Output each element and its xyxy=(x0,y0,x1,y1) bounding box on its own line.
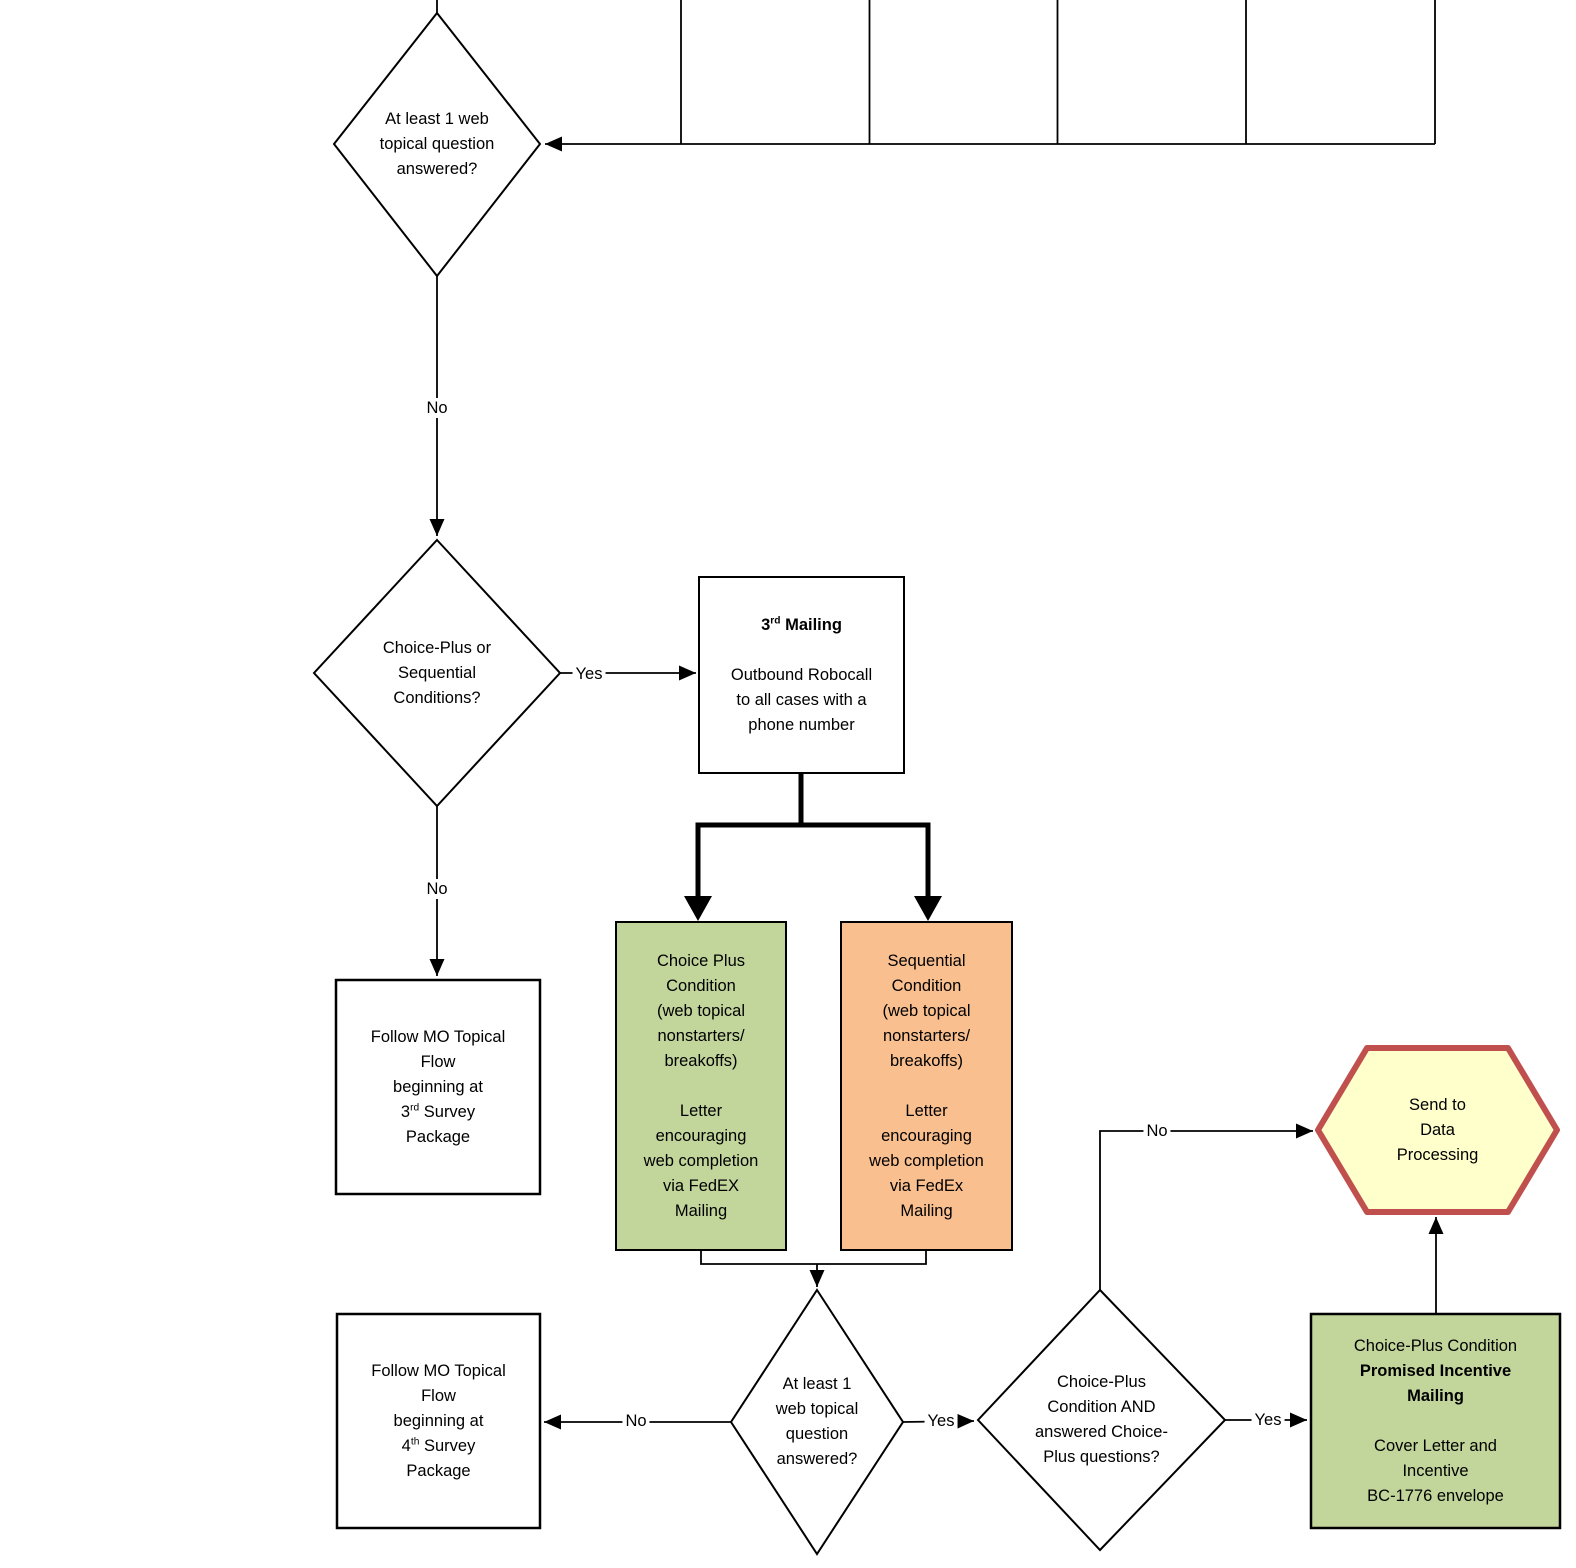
diamond-web-topical-answered-1 xyxy=(332,11,542,278)
edge-label-d3-no: No xyxy=(622,1411,650,1431)
follow-mo-4th-text: Follow MO Topical Flow beginning at 4th … xyxy=(371,1361,506,1480)
follow-mo-3rd-text: Follow MO Topical Flow beginning at 3rd … xyxy=(370,1027,506,1146)
box-choice-plus-condition xyxy=(615,921,787,1251)
third-mailing-body: Outbound Robocall to all cases with a ph… xyxy=(730,665,873,734)
diamond-web-topical-answered-2 xyxy=(729,1288,905,1556)
box-follow-mo-4th-label: Follow MO Topical Flow beginning at 4th … xyxy=(339,1316,538,1526)
box-follow-mo-3rd-label: Follow MO Topical Flow beginning at 3rd … xyxy=(338,982,538,1192)
box-sequential-condition xyxy=(840,921,1013,1251)
edge-label-d3-yes: Yes xyxy=(924,1411,958,1431)
thick-split-connector xyxy=(695,773,931,898)
incentive-line1: Choice-Plus Condition xyxy=(1353,1336,1518,1355)
thick-arrowhead-right xyxy=(914,896,942,921)
hexagon-send-to-data-processing xyxy=(1315,1045,1560,1215)
edge-label-d2-no: No xyxy=(423,879,451,899)
edge-label-d4-yes: Yes xyxy=(1251,1410,1285,1430)
diamond-web-topical-answered-2-label: At least 1 web topical question answered… xyxy=(775,1375,859,1468)
box-sequential-condition-label: Sequential Condition (web topical nonsta… xyxy=(869,951,984,1220)
box-third-mailing-label: 3rd Mailing Outbound Robocall to all cas… xyxy=(701,579,902,771)
diamond-choiceplus-or-sequential-label: Choice-Plus or Sequential Conditions? xyxy=(382,638,492,707)
diamond-choiceplus-answered xyxy=(976,1288,1227,1552)
hexagon-send-to-data-processing-label: Send to Data Processing xyxy=(1396,1095,1479,1164)
box-choice-plus-condition-label: Choice Plus Condition (web topical nonst… xyxy=(643,951,759,1220)
edge-label-d2-yes: Yes xyxy=(572,664,606,684)
third-mailing-title: 3rd Mailing xyxy=(761,615,842,634)
diamond-web-topical-answered-1-label: At least 1 web topical question answered… xyxy=(379,110,495,178)
box-follow-mo-4th xyxy=(335,1312,542,1530)
box-promised-incentive-mailing xyxy=(1309,1312,1562,1530)
edge-label-d4-no: No xyxy=(1143,1121,1171,1141)
thick-arrowhead-left xyxy=(684,896,712,921)
top-partial-boxes xyxy=(680,0,1436,144)
diamond-choiceplus-or-sequential xyxy=(312,538,562,808)
incentive-bold-title: Promised Incentive Mailing xyxy=(1359,1361,1512,1405)
box-third-mailing xyxy=(698,576,905,774)
bracket-colored-boxes xyxy=(700,1250,927,1265)
incentive-body: Cover Letter and Incentive BC-1776 envel… xyxy=(1367,1436,1504,1505)
edge-label-d1-no: No xyxy=(423,398,451,418)
arrow-d4-no-to-hexagon xyxy=(1099,1123,1313,1290)
box-follow-mo-3rd xyxy=(334,978,542,1196)
diamond-choiceplus-answered-label: Choice-Plus Condition AND answered Choic… xyxy=(1035,1373,1168,1466)
box-promised-incentive-mailing-label: Choice-Plus Condition Promised Incentive… xyxy=(1313,1316,1558,1526)
